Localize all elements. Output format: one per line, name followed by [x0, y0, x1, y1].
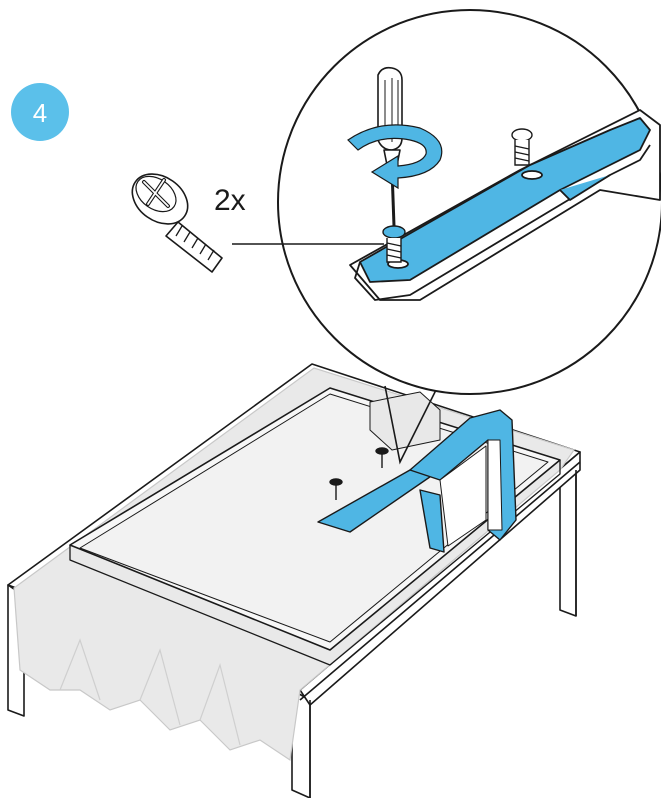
zoom-screw-left — [382, 225, 406, 263]
step-number: 4 — [33, 98, 47, 128]
screw-main-right — [375, 447, 389, 468]
quantity-label: 2x — [214, 184, 246, 217]
zoom-screw-right — [511, 128, 533, 166]
rotation-arrow-icon — [347, 124, 443, 190]
stand-neck — [317, 409, 517, 553]
zoom-stand — [349, 109, 661, 301]
screw-main-left — [329, 478, 343, 500]
screw-icon — [131, 173, 223, 273]
step-number-badge: 4 — [11, 83, 69, 141]
